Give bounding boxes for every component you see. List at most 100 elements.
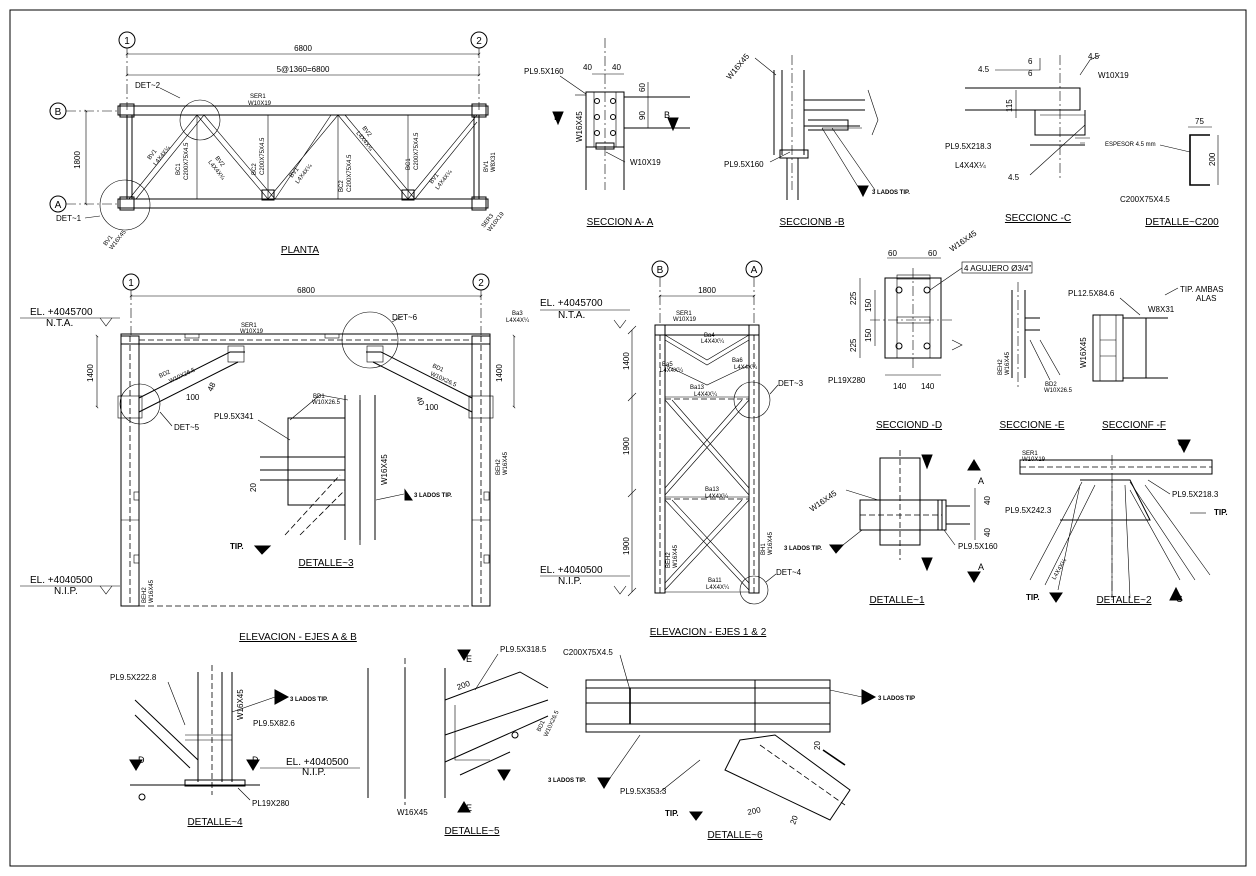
sec-f-plate: PL12.5X84.6 [1068, 289, 1115, 298]
planta-det2: DET~2 [135, 81, 161, 90]
view-elevacion-12: B A 1800 EL. +4045700 N.T.A. EL. +404050… [540, 260, 804, 638]
planta-bc3: BC2 [339, 180, 345, 192]
det6-weld1: 3 LADOS TIP [878, 696, 915, 702]
elev-12-ba13a: Ba13 [690, 385, 705, 391]
view-detalle-c200: 75 200 ESPESOR 4.5 mm C200X75X4.5 DETALL… [1105, 117, 1219, 228]
elev-ab-beh2a-sec: W16X45 [149, 579, 155, 603]
planta-dim-spacing: 5@1360=6800 [277, 65, 330, 74]
det6-title: DETALLE~6 [707, 830, 763, 841]
det1-col: W16X45 [808, 488, 839, 513]
planta-bc2: BC2 [252, 163, 258, 175]
sec-c-w45c: 4.5 [1008, 173, 1020, 182]
det6-d20b: 20 [788, 814, 800, 826]
sec-d-d150b: 150 [864, 328, 873, 342]
sec-f-title: SECCIONF -F [1102, 420, 1166, 431]
elev-ab-axis-1: 1 [128, 278, 134, 289]
axis-label-a: A [55, 200, 62, 211]
planta-bv-right-sec: W8X31 [491, 152, 497, 172]
planta-dim-depth: 1800 [73, 151, 82, 169]
planta-bc1-sec: C200X75X4.5 [184, 142, 190, 180]
planta-ser1: SER1 [250, 94, 266, 100]
sec-b-title: SECCIONB -B [779, 217, 844, 228]
sec-a-beam: W10X19 [630, 158, 661, 167]
view-seccion-e: BEH2 W16X45 BD2 W10X26.5 SECCIONE -E [998, 282, 1073, 431]
det5-title: DETALLE~5 [444, 826, 500, 837]
elev-ab-d100b: 100 [425, 403, 439, 412]
det1-plate: PL9.5X242.3 [1005, 506, 1052, 515]
elev-ab-beh2b-sec: W16X45 [503, 451, 509, 475]
sec-c-w45b: 4.5 [978, 65, 990, 74]
planta-bv3-sec: L4X4X¼ [295, 163, 315, 186]
sec-b-plate: PL9.5X160 [724, 160, 764, 169]
view-detalle-6: C200X75X4.5 3 LADOS TIP 3 LADOS TIP. PL9… [548, 648, 915, 841]
sec-f-beam: W8X31 [1148, 305, 1175, 314]
elev-12-h2: 1900 [622, 437, 631, 455]
elev-12-bh1-sec: W16X45 [768, 531, 774, 555]
elev-ab-bd2-sec: W10X26.5 [168, 367, 197, 385]
sec-c-title: SECCIONC -C [1005, 213, 1071, 224]
view-detalle-4: PL9.5X222.8 W16X45 3 LADOS TIP. PL9.5X82… [110, 665, 360, 828]
det2-mark-c2: C [1176, 594, 1183, 604]
elev-12-det3: DET~3 [778, 379, 804, 388]
sec-d-title: SECCIOND -D [876, 420, 942, 431]
planta-bc3-sec: C200X75X4.5 [347, 154, 353, 192]
elev-ab-bd2: BD2 [158, 369, 172, 380]
elev-ab-axis-2: 2 [478, 278, 484, 289]
sec-a-mark-b1: B [554, 112, 560, 122]
sheet-border [9, 9, 1247, 867]
planta-bv-right: BV1 [484, 160, 490, 172]
elev-12-det4: DET~4 [776, 568, 802, 577]
c200-title: DETALLE~C200 [1145, 217, 1219, 228]
c200-d75: 75 [1195, 117, 1204, 126]
elev-12-ba13b: Ba13 [705, 487, 720, 493]
elev-12-beh2-sec: W16X45 [673, 544, 679, 568]
sec-a-d90: 90 [638, 111, 647, 120]
view-elevacion-ab: 1 2 6800 EL. +4045700 N.T.A. EL. +404050… [20, 273, 530, 643]
elev-12-axis-a: A [751, 265, 758, 276]
sec-a-d40a: 40 [583, 63, 592, 72]
c200-thick: ESPESOR 4.5 mm [1105, 142, 1156, 148]
det1-d40a: 40 [983, 496, 992, 505]
sec-a-title: SECCION A- A [587, 217, 654, 228]
sec-d-d140b: 140 [921, 382, 935, 391]
sec-d-d150a: 150 [864, 298, 873, 312]
det4-mark-d1: D [138, 755, 145, 765]
axis-label-1: 1 [124, 36, 130, 47]
sec-e-bd: BD2 [1045, 382, 1057, 388]
det3-col: W16X45 [380, 454, 389, 485]
elev-12-ba11-sec: L4X4X¼ [706, 585, 730, 591]
elev-12-ba6: Ba6 [732, 358, 743, 364]
elev-12-nip: N.I.P. [558, 576, 582, 587]
det3-weld: 3 LADOS TIP. [414, 493, 452, 499]
det6-weld2: 3 LADOS TIP. [548, 778, 586, 784]
sec-e-beh: BEH2 [998, 359, 1004, 375]
det4-plate3: PL19X280 [252, 799, 290, 808]
elev-ab-nip: N.I.P. [54, 586, 78, 597]
sec-a-mark-b2: B [664, 110, 670, 120]
elev-12-nta: N.T.A. [558, 310, 585, 321]
det3-bd1: BD1 [313, 394, 325, 400]
view-seccion-b: W16X45 PL9.5X160 3 LADOS TIP. SECCIONB -… [724, 52, 910, 228]
planta-bc4: BC1 [406, 158, 412, 170]
det5-col: W16X45 [397, 808, 428, 817]
sec-d-plate: PL19X280 [828, 376, 866, 385]
det1-weld: 3 LADOS TIP. [784, 546, 822, 552]
elev-12-ser1-sec: W10X19 [673, 317, 697, 323]
sec-d-holes: 4 AGUJERO Ø3/4" [964, 264, 1031, 273]
elev-ab-bd1: BD1 [431, 363, 445, 374]
elev-12-el-bot: EL. +4040500 [540, 565, 603, 576]
elev-ab-beh2a: BEH2 [142, 587, 148, 603]
view-detalle-3: PL9.5X341 BD1 W10X26.5 W16X45 3 LADOS TI… [214, 394, 452, 569]
planta-det1: DET~1 [56, 214, 82, 223]
elev-ab-h1: 1400 [86, 364, 95, 382]
elev-12-beh2: BEH2 [666, 552, 672, 568]
det1-title: DETALLE~1 [869, 595, 925, 606]
view-seccion-f: PL12.5X84.6 TIP. AMBAS ALAS W8X31 W16X45… [1068, 285, 1223, 431]
elev-12-dim: 1800 [698, 286, 716, 295]
det2-ser1: SER1 [1022, 451, 1038, 457]
elev-12-ba4: Ba4 [704, 333, 715, 339]
sec-a-plate: PL9.5X160 [524, 67, 564, 76]
det2-angle: L4X4X¼ [1052, 557, 1069, 581]
elev-ab-det5: DET~5 [174, 423, 200, 432]
